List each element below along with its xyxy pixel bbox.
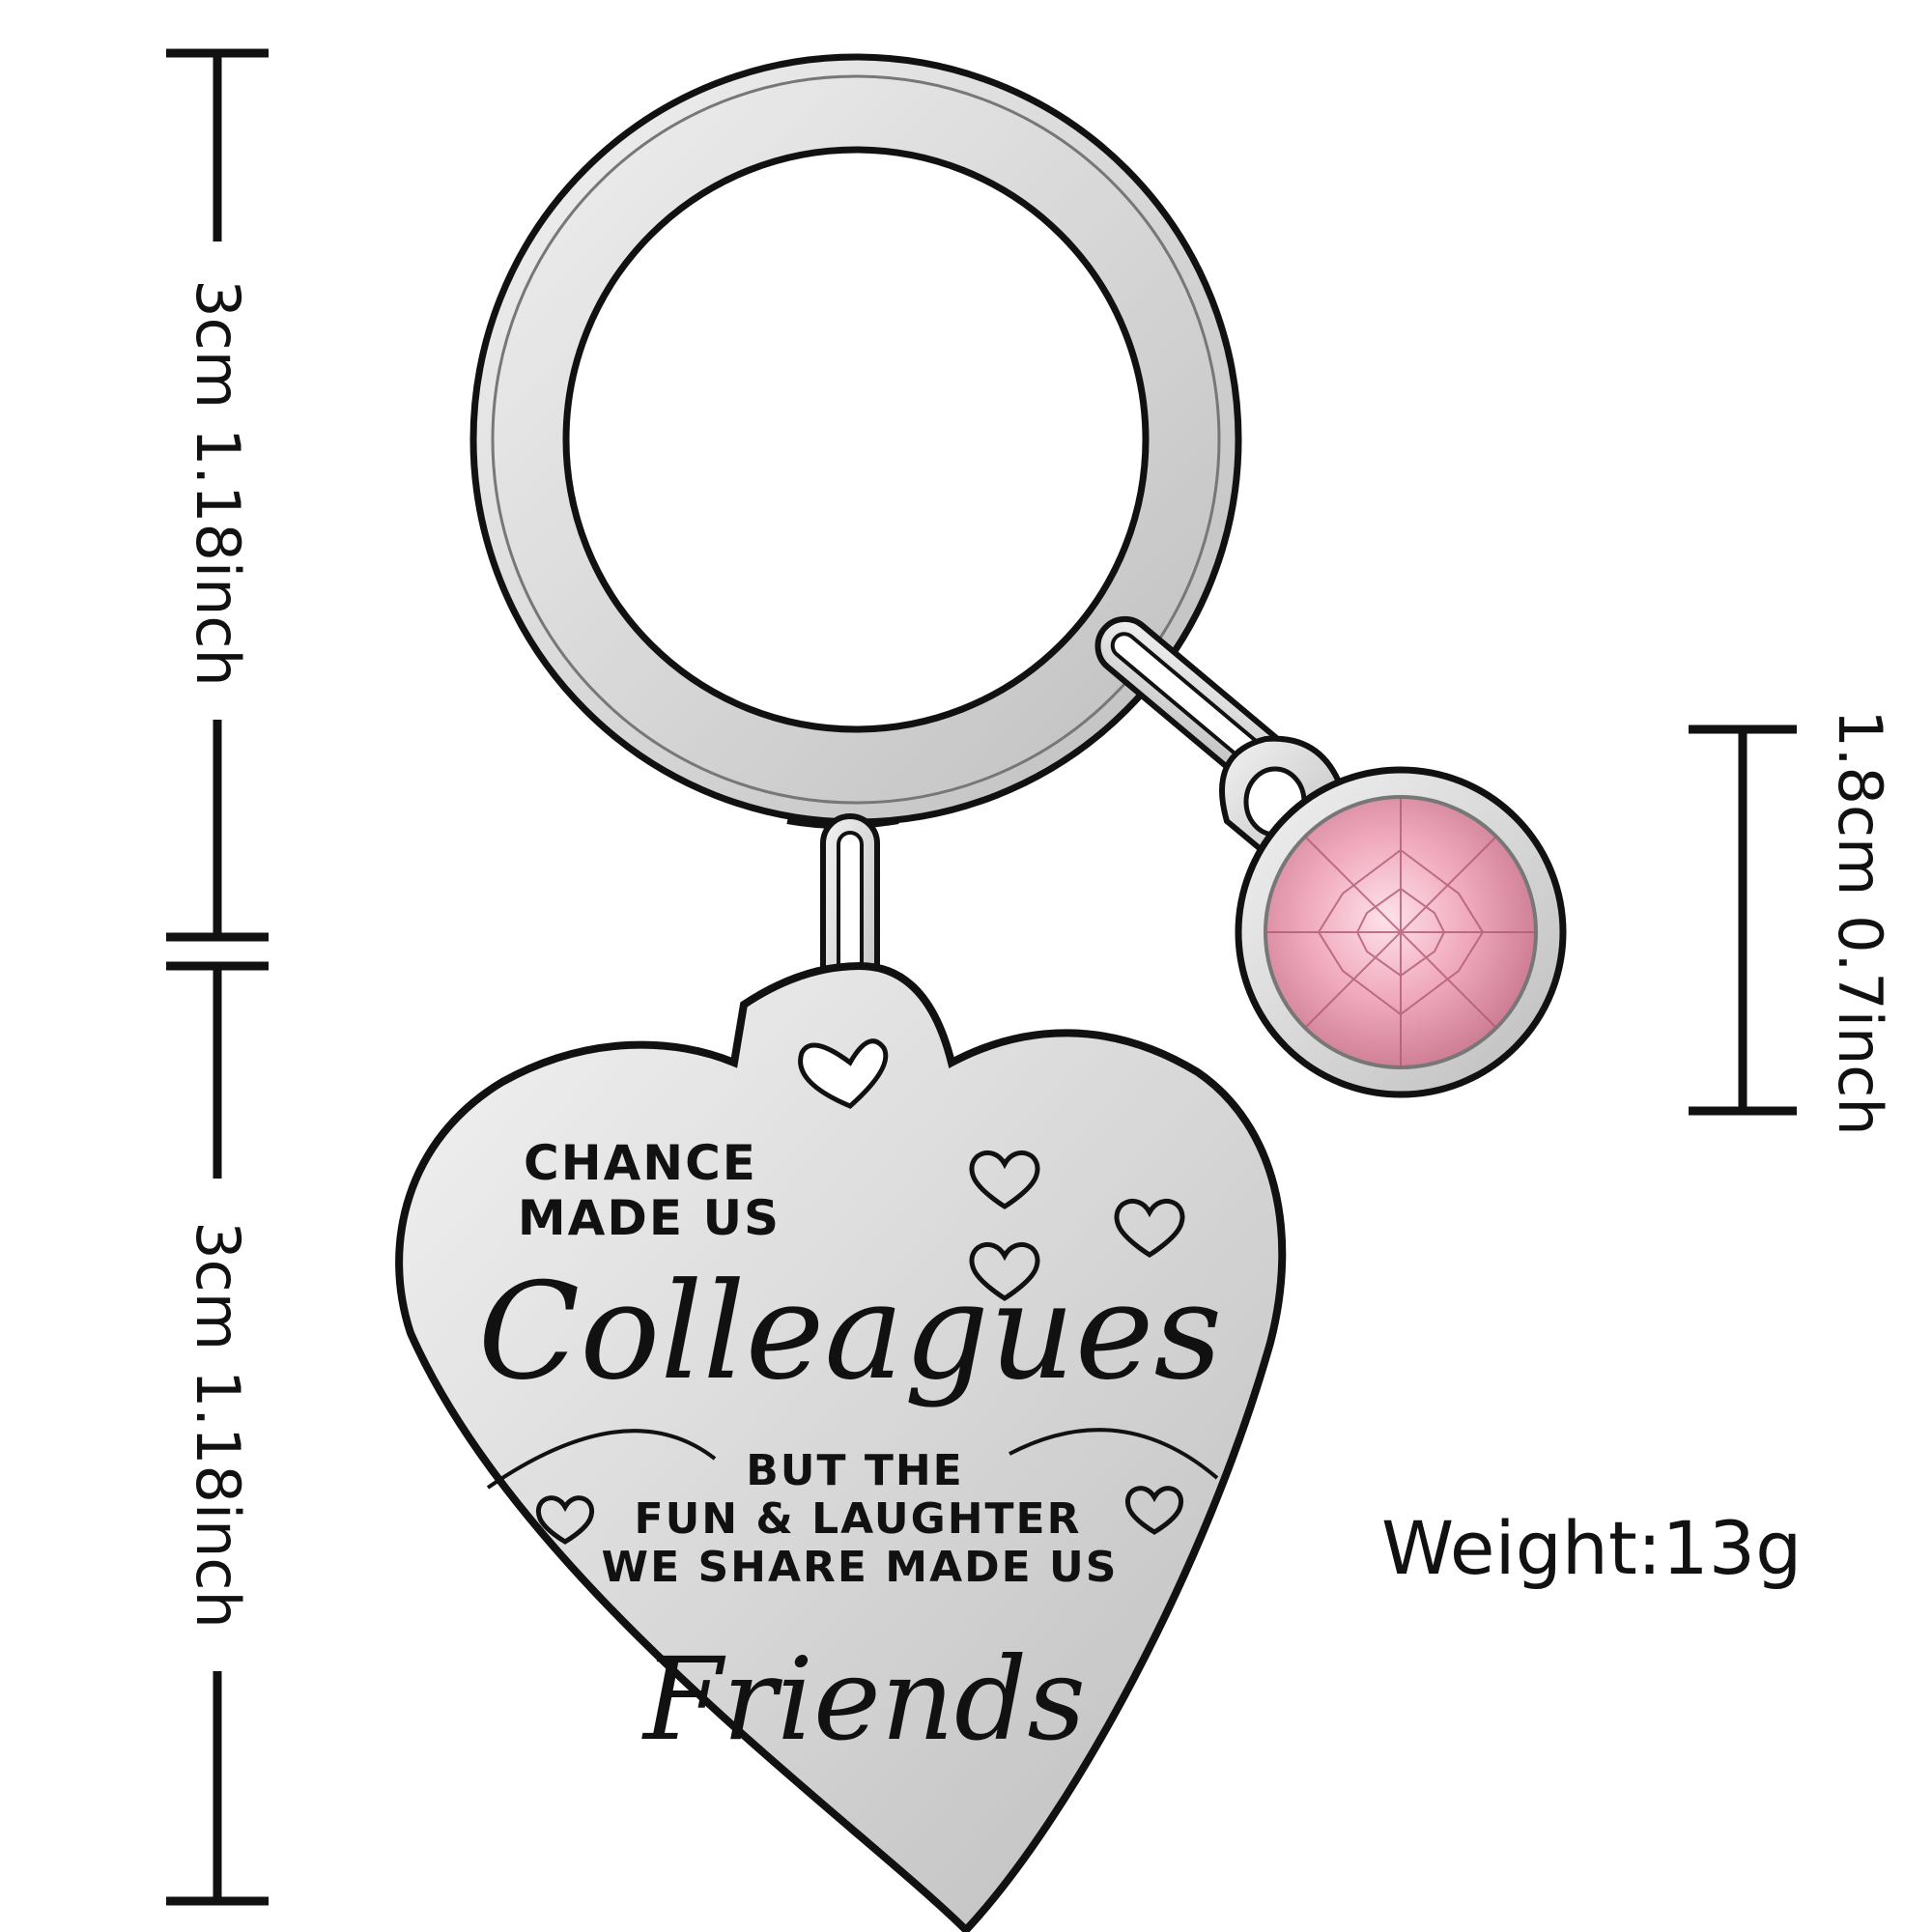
engraving-line-we-share: WE SHARE MADE US: [601, 1543, 1119, 1592]
left-dimension-lines: [166, 48, 269, 1906]
engraving-line-made-us: MADE US: [517, 1190, 781, 1246]
gem-facets: [1265, 797, 1536, 1067]
engraved-hearts: [535, 1151, 1185, 1545]
key-ring: [469, 53, 1242, 829]
pendant-height-label: 3cm 1.18inch: [183, 1221, 253, 1629]
birthstone-charm: [1219, 735, 1567, 1098]
heart-pendant: [395, 961, 1287, 1932]
weight-label: Weight:13g: [1381, 1505, 1803, 1591]
ring-height-label: 3cm 1.18inch: [183, 279, 253, 687]
engraving-script-colleagues: Colleagues: [477, 1254, 1223, 1409]
right-dimension-lines: [1689, 724, 1797, 1116]
engraving-script-friends: Friends: [643, 1633, 1086, 1766]
engraving-line-chance: CHANCE: [524, 1135, 757, 1191]
charm-height-label: 1.8cm 0.7inch: [1825, 709, 1895, 1136]
engraving-line-fun-laughter: FUN & LAUGHTER: [634, 1494, 1082, 1544]
engraving-line-but-the: BUT THE: [746, 1446, 964, 1495]
